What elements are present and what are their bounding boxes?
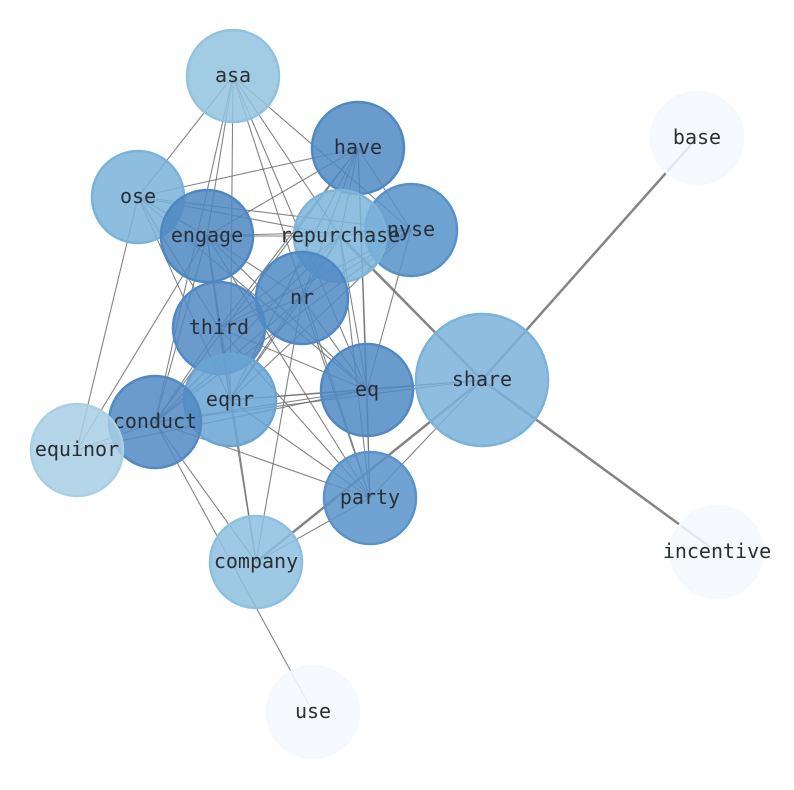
node-label: share xyxy=(452,367,512,391)
node-share[interactable]: share xyxy=(414,312,550,448)
node-label: nyse xyxy=(387,217,435,241)
node-nyse[interactable]: nyse xyxy=(363,182,459,278)
node-circle[interactable] xyxy=(265,664,361,760)
node-circle[interactable] xyxy=(669,504,765,600)
node-label: third xyxy=(189,315,249,339)
node-engage[interactable]: engage xyxy=(159,188,255,284)
node-label: asa xyxy=(215,63,251,87)
node-asa[interactable]: asa xyxy=(185,28,281,124)
node-circle[interactable] xyxy=(29,402,125,498)
node-circle[interactable] xyxy=(322,450,418,546)
node-circle[interactable] xyxy=(159,188,255,284)
node-party[interactable]: party xyxy=(322,450,418,546)
node-label: engage xyxy=(171,223,243,247)
node-label: ose xyxy=(120,184,156,208)
node-label: use xyxy=(295,699,331,723)
node-label: repurchase xyxy=(280,223,400,247)
node-circle[interactable] xyxy=(414,312,550,448)
node-circle[interactable] xyxy=(649,90,745,186)
node-eqnr[interactable]: eqnr xyxy=(182,352,278,448)
node-company[interactable]: company xyxy=(208,514,304,610)
node-circle[interactable] xyxy=(208,514,304,610)
node-label: eqnr xyxy=(206,387,254,411)
node-have[interactable]: have xyxy=(310,100,406,196)
node-ose[interactable]: ose xyxy=(90,149,186,245)
node-incentive[interactable]: incentive xyxy=(663,504,771,600)
node-nr[interactable]: nr xyxy=(254,250,350,346)
node-circle[interactable] xyxy=(254,250,350,346)
node-conduct[interactable]: conduct xyxy=(107,374,203,470)
edge-engage-party xyxy=(206,235,371,499)
node-label: company xyxy=(214,549,298,573)
node-label: have xyxy=(334,135,382,159)
node-circle[interactable] xyxy=(319,342,415,438)
node-label: equinor xyxy=(35,437,119,461)
node-use[interactable]: use xyxy=(265,664,361,760)
node-equinor[interactable]: equinor xyxy=(29,402,125,498)
node-circle[interactable] xyxy=(185,28,281,124)
node-eq[interactable]: eq xyxy=(319,342,415,438)
node-label: conduct xyxy=(113,409,197,433)
node-label: eq xyxy=(355,377,379,401)
node-base[interactable]: base xyxy=(649,90,745,186)
node-label: base xyxy=(673,125,721,149)
node-label: nr xyxy=(290,285,314,309)
node-label: incentive xyxy=(663,539,771,563)
node-label: party xyxy=(340,485,400,509)
